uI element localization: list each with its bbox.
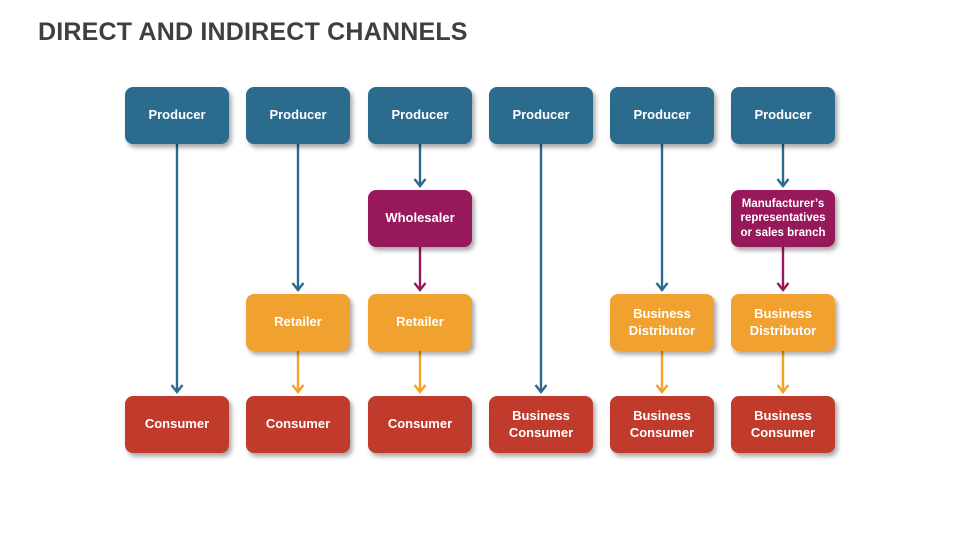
connector-arrow-orange <box>291 351 305 394</box>
arrowhead-icon <box>413 282 427 292</box>
connector-arrow-orange <box>776 351 790 394</box>
business-consumer-box-col5: Business Consumer <box>610 396 714 453</box>
consumer-box-col3: Consumer <box>368 396 472 453</box>
arrowhead-icon <box>776 178 790 188</box>
page-title: DIRECT AND INDIRECT CHANNELS <box>38 18 468 46</box>
node-label: Retailer <box>396 314 444 330</box>
arrowhead-icon <box>413 178 427 188</box>
connector-arrow-blue <box>291 144 305 292</box>
arrowhead-icon <box>655 384 669 394</box>
node-label: Consumer <box>265 416 331 432</box>
consumer-box-col2: Consumer <box>246 396 350 453</box>
arrowhead-icon <box>291 384 305 394</box>
producer-box-col4: Producer <box>489 87 593 144</box>
business-consumer-box-col6: Business Consumer <box>731 396 835 453</box>
producer-box-col3: Producer <box>368 87 472 144</box>
business-consumer-box-col4: Business Consumer <box>489 396 593 453</box>
arrowhead-icon <box>655 282 669 292</box>
manufacturers-reps-box: Manufacturer’s representatives or sales … <box>731 190 835 247</box>
consumer-box-col1: Consumer <box>125 396 229 453</box>
connector-arrow-blue <box>534 144 548 394</box>
arrowhead-icon <box>413 384 427 394</box>
node-label: Producer <box>633 107 691 123</box>
node-label: Producer <box>391 107 449 123</box>
arrowhead-icon <box>776 384 790 394</box>
connector-arrow-orange <box>413 351 427 394</box>
node-label: Producer <box>269 107 327 123</box>
node-label: Producer <box>512 107 570 123</box>
node-label: Producer <box>754 107 812 123</box>
node-label: Manufacturer’s representatives or sales … <box>740 198 826 239</box>
connector-arrow-blue <box>776 144 790 188</box>
connector-arrow-magenta <box>413 247 427 292</box>
arrowhead-icon <box>291 282 305 292</box>
producer-box-col5: Producer <box>610 87 714 144</box>
connector-arrow-blue <box>413 144 427 188</box>
connector-arrow-orange <box>655 351 669 394</box>
node-label: Consumer <box>387 416 453 432</box>
business-distributor-box-col5: Business Distributor <box>610 294 714 351</box>
connector-arrow-magenta <box>776 247 790 292</box>
node-label: Consumer <box>144 416 210 432</box>
node-label: Producer <box>148 107 206 123</box>
retailer-box-col3: Retailer <box>368 294 472 351</box>
node-label: Business Distributor <box>749 306 817 338</box>
node-label: Business Consumer <box>629 408 695 440</box>
producer-box-col1: Producer <box>125 87 229 144</box>
arrowhead-icon <box>534 384 548 394</box>
node-label: Business Distributor <box>628 306 696 338</box>
node-label: Business Consumer <box>508 408 574 440</box>
producer-box-col2: Producer <box>246 87 350 144</box>
wholesaler-box: Wholesaler <box>368 190 472 247</box>
connector-arrow-blue <box>655 144 669 292</box>
retailer-box-col2: Retailer <box>246 294 350 351</box>
node-label: Business Consumer <box>750 408 816 440</box>
producer-box-col6: Producer <box>731 87 835 144</box>
node-label: Wholesaler <box>385 210 455 226</box>
arrowhead-icon <box>170 384 184 394</box>
connector-arrow-blue <box>170 144 184 394</box>
arrowhead-icon <box>776 282 790 292</box>
node-label: Retailer <box>274 314 322 330</box>
business-distributor-box-col6: Business Distributor <box>731 294 835 351</box>
